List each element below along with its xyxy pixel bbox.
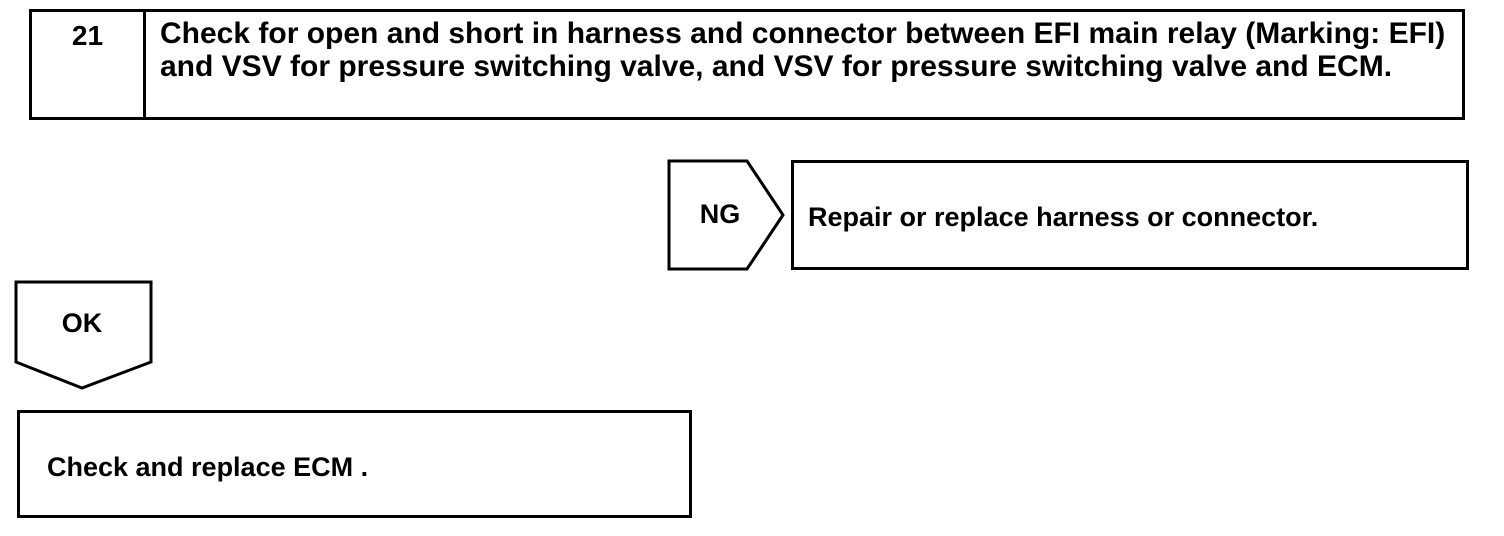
ok-action-box: Check and replace ECM . [17,410,692,518]
ng-arrow-shape [667,159,785,271]
ok-action-text: Check and replace ECM . [47,452,369,482]
ng-action-text: Repair or replace harness or connector. [808,202,1319,232]
step-title: Check for open and short in harness and … [160,17,1446,83]
ng-action-box: Repair or replace harness or connector. [791,160,1469,270]
ok-arrow-shape [14,280,153,390]
step-21-box: 21 Check for open and short in harness a… [29,9,1465,120]
step-number: 21 [32,12,146,117]
ng-label: NG [699,199,741,229]
ok-label: OK [61,308,103,338]
